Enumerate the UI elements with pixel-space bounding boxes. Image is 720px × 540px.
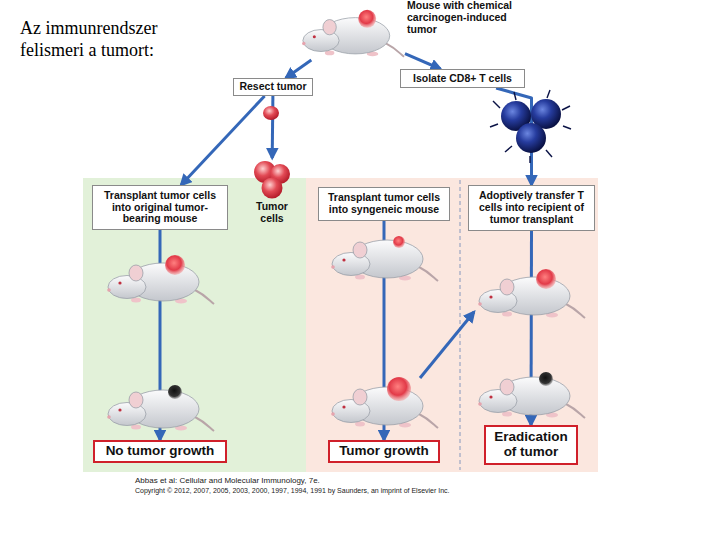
process-box: Resect tumor [233, 78, 313, 96]
cell-cluster-shape [252, 158, 292, 200]
flow-arrow [286, 60, 312, 78]
process-box: Transplant tumor cells into syngeneic mo… [318, 187, 450, 221]
slide-title: Az immunrendszer felismeri a tumort: [20, 18, 212, 61]
result-box: Eradication of tumor [484, 425, 578, 465]
green-panel [83, 178, 306, 472]
mouse-shape [300, 2, 405, 60]
resected-tumor [263, 106, 279, 120]
red-tumor [393, 236, 405, 248]
box-text: Transplant tumor cells into original tum… [96, 190, 224, 225]
citation-note: Abbas et al: Cellular and Molecular Immu… [135, 476, 320, 485]
process-box: Transplant tumor cells into original tum… [92, 185, 228, 230]
tumor-cell-cluster: Tumor cells [252, 158, 292, 200]
box-text: Eradication of tumor [489, 430, 573, 460]
citation-note: Copyright © 2012, 2007, 2005, 2003, 2000… [135, 487, 450, 494]
dashed-divider [459, 180, 460, 470]
flow-arrow [405, 54, 441, 69]
red-tumor [165, 255, 185, 275]
tumor-cell [262, 178, 283, 199]
box-text: Adoptively transfer T cells into recipie… [472, 190, 591, 225]
red-tumor [536, 269, 556, 289]
red-tumor [387, 377, 411, 401]
tumor-scar [539, 372, 553, 386]
result-box: Tumor growth [328, 440, 440, 463]
transfer-arrow [420, 312, 474, 378]
tumor-scar [168, 385, 182, 399]
cell-label: Tumor cells [246, 201, 298, 225]
process-box: Adoptively transfer T cells into recipie… [468, 185, 595, 231]
box-text-group: Adoptively transfer T cells into recipie… [472, 190, 591, 225]
process-box: Isolate CD8+ T cells [400, 69, 525, 88]
mouse [107, 263, 214, 304]
box-text: Tumor growth [339, 444, 429, 459]
flow-arrow [271, 96, 275, 158]
mouse [107, 390, 214, 431]
box-text-group: Tumor growth [339, 444, 429, 459]
red-tumor [358, 10, 376, 28]
mouse [302, 18, 404, 57]
mouse [331, 240, 438, 281]
box-text-group: No tumor growth [106, 444, 215, 459]
box-text-group: Eradication of tumor [489, 430, 573, 460]
flow-arrow [181, 96, 265, 185]
mouse [478, 277, 585, 318]
t-cell-spikes [490, 90, 571, 163]
t-cell [516, 123, 546, 153]
box-text-group: Isolate CD8+ T cells [413, 73, 512, 85]
tumor-mouse: Mouse with chemical carcinogen-induced t… [300, 2, 405, 60]
mouse-label: Mouse with chemical carcinogen-induced t… [407, 0, 525, 35]
box-text-group: Transplant tumor cells into original tum… [96, 190, 224, 225]
box-text: Transplant tumor cells into syngeneic mo… [322, 192, 446, 216]
box-text: Resect tumor [239, 81, 306, 93]
mouse [478, 377, 585, 418]
box-text-group: Transplant tumor cells into syngeneic mo… [322, 192, 446, 216]
box-text-group: Resect tumor [239, 81, 306, 93]
pink-panel [306, 178, 598, 472]
box-text: No tumor growth [106, 444, 215, 459]
box-text: Isolate CD8+ T cells [413, 73, 512, 85]
mouse [331, 387, 438, 428]
result-box: No tumor growth [93, 440, 227, 463]
